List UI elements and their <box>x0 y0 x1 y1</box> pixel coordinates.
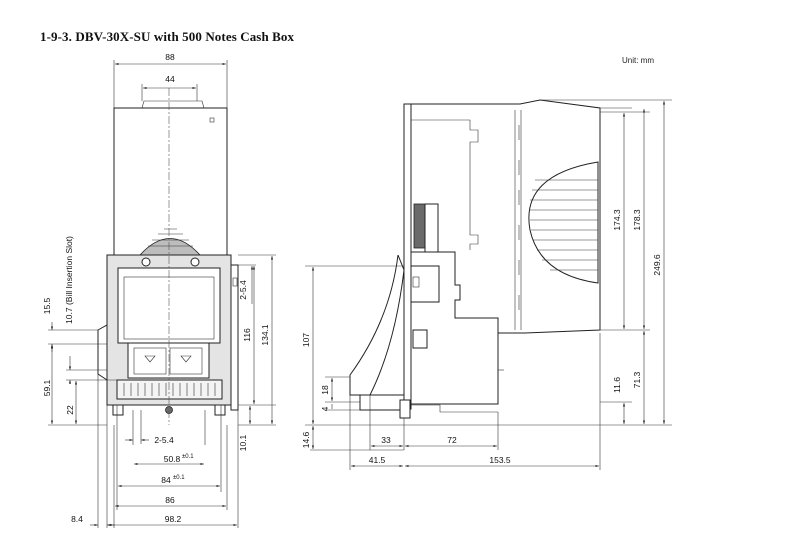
side-dome <box>528 161 599 284</box>
dim-front-inner-width: 44 <box>165 74 175 84</box>
dim-side-right-e: 71.3 <box>632 371 642 388</box>
dim-side-right-b: 178.3 <box>632 209 642 231</box>
side-bezel <box>349 254 405 396</box>
dim-front-right-a: 2-5.4 <box>238 280 248 300</box>
dim-side-left-d: 14.6 <box>301 431 311 448</box>
dim-side-left-b: 18 <box>320 385 330 395</box>
dim-front-left-b: 10.7 (Bill Insertion Slot) <box>64 236 74 324</box>
dim-front-bottom-a: 2-5.4 <box>154 435 174 445</box>
front-bezel <box>127 342 210 379</box>
dim-side-right-d: 11.6 <box>612 377 622 393</box>
dim-side-left-c: 4 <box>320 406 330 411</box>
dim-front-bottom-f: 8.4 <box>71 514 83 524</box>
dim-front-bottom-d: 86 <box>165 495 175 505</box>
side-plate <box>403 103 412 410</box>
dim-front-right-c: 134.1 <box>260 324 270 346</box>
page-title: 1-9-3. DBV-30X-SU with 500 Notes Cash Bo… <box>40 29 295 44</box>
dim-front-bottom-b-tol: ±0.1 <box>182 454 194 460</box>
dim-front-left-d: 22 <box>65 405 75 415</box>
dim-front-width: 88 <box>165 52 175 62</box>
dim-front-bottom-c-tol: ±0.1 <box>173 475 185 481</box>
dim-side-right-c: 249.6 <box>652 254 662 276</box>
dim-side-bottom-c: 41.5 <box>369 455 386 465</box>
dim-side-right-a: 174.3 <box>612 209 622 231</box>
dim-front-left-a: 15.5 <box>42 297 52 314</box>
dim-front-bottom-b: 50.8 <box>164 454 181 464</box>
front-bill-slot <box>116 379 223 400</box>
dim-front-right-b: 116 <box>242 328 252 342</box>
dim-front-bottom-e: 98.2 <box>165 514 182 524</box>
dim-side-bottom-d: 153.5 <box>489 455 511 465</box>
dim-side-left-a: 107 <box>301 333 311 347</box>
dim-side-bottom-b: 72 <box>447 435 457 445</box>
front-view: 88 44 15.5 10.7 (Bill Insertion Slot) 59… <box>42 52 276 528</box>
dim-front-left-c: 59.1 <box>42 379 52 396</box>
side-view: 107 18 4 14.6 33 72 41.5 153.5 174.3 178… <box>301 99 672 470</box>
unit-label: Unit: mm <box>622 56 654 65</box>
front-cashbox <box>113 107 228 256</box>
dim-front-right-d: 10.1 <box>238 434 248 451</box>
dim-front-bottom-c: 84 <box>161 475 171 485</box>
dim-side-bottom-a: 33 <box>381 435 391 445</box>
